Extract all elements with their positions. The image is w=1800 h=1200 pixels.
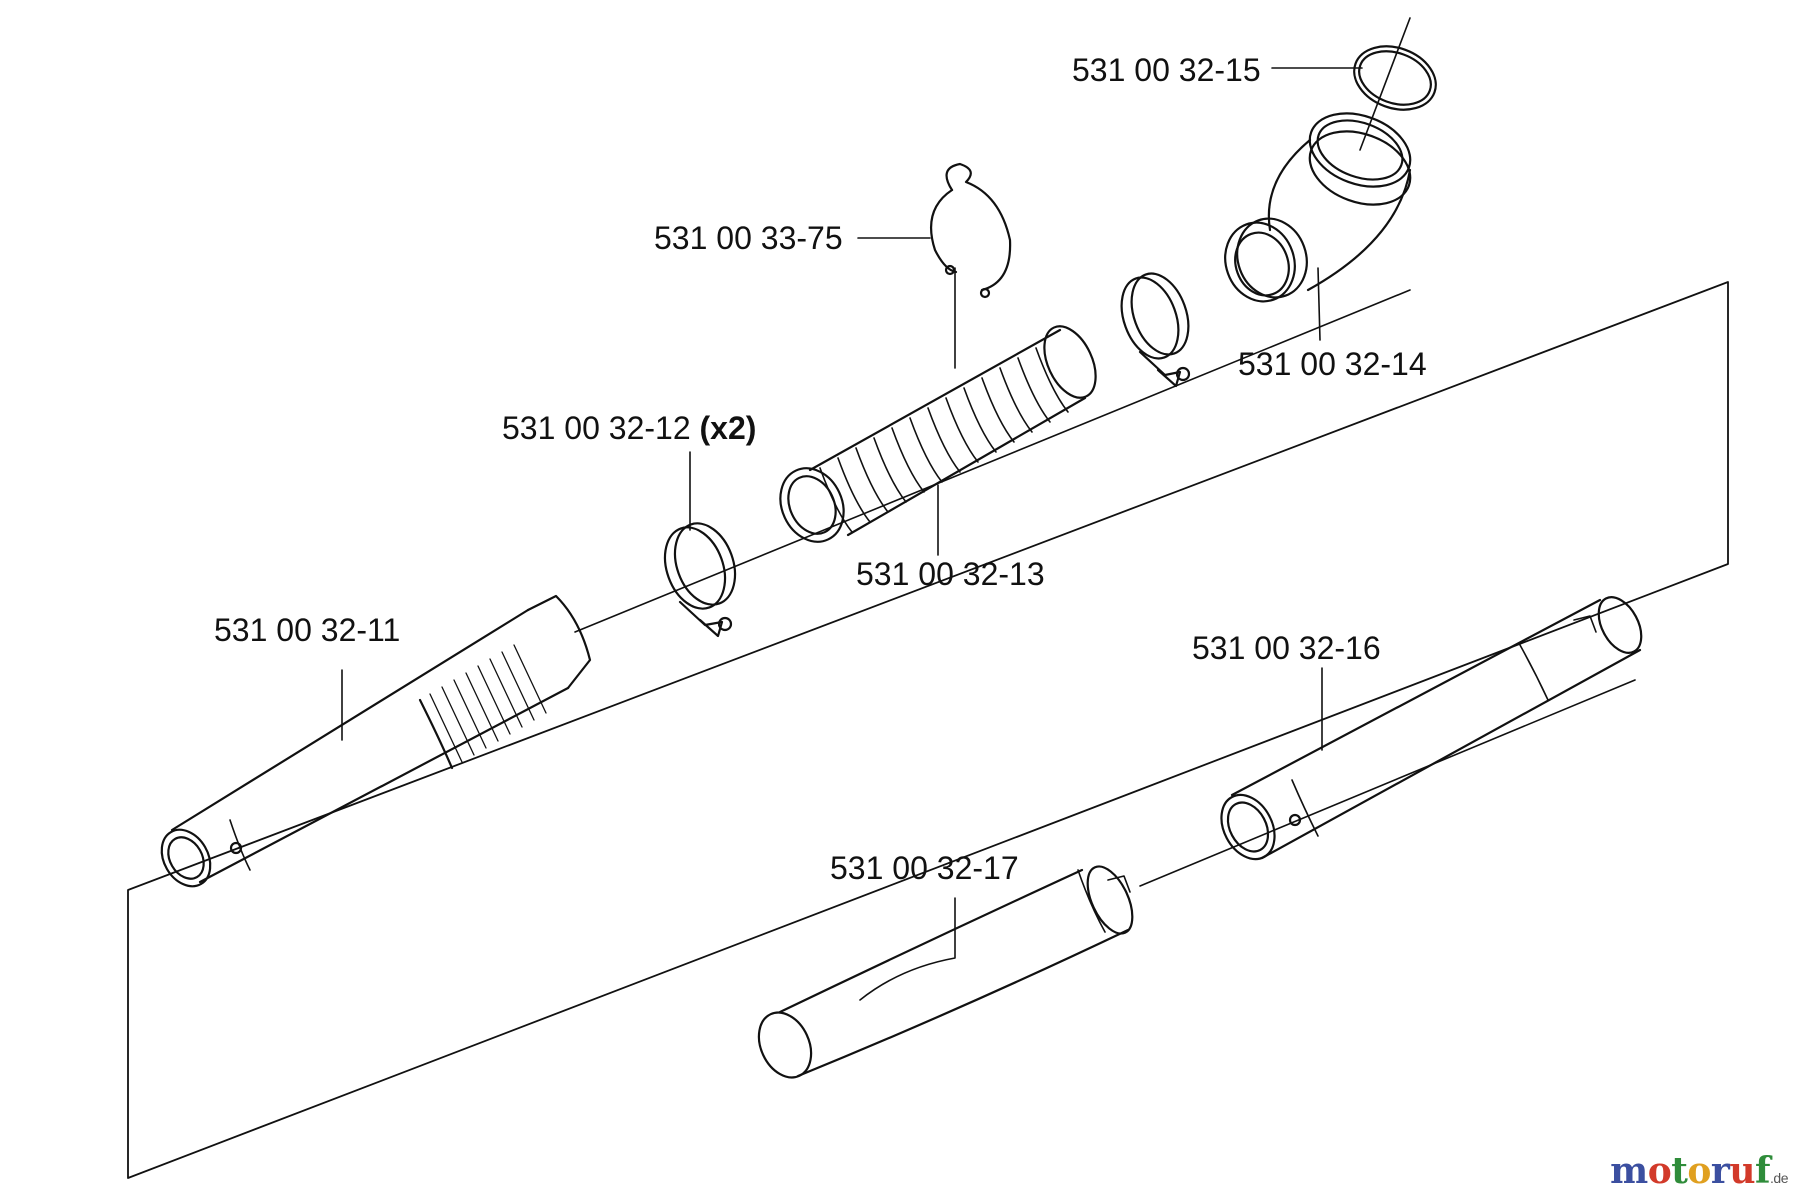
part-label-o-ring: 531 00 32-15 (1072, 52, 1261, 88)
part-label-straight-tube: 531 00 32-16 (1192, 630, 1381, 666)
tube-with-grip-part (160, 594, 592, 888)
assembly-frame (127, 281, 1729, 1179)
part-label-curved-nozzle: 531 00 32-17 (830, 850, 1019, 886)
wire-clip-part (930, 162, 1012, 299)
part-label-wire-clip: 531 00 33-75 (654, 220, 843, 256)
part-label-tube-with-grip: 531 00 32-11 (214, 612, 401, 648)
part-label-elbow: 531 00 32-14 (1238, 346, 1427, 382)
curved-nozzle-part (757, 865, 1134, 1079)
hose-clamp-right (1120, 272, 1191, 388)
part-label-hose-clamp: 531 00 32-12 (x2) (502, 412, 756, 444)
leader-lines (341, 67, 1363, 1001)
o-ring-part (1353, 17, 1437, 151)
hose-clamp-left (663, 522, 737, 638)
flex-hose-part (779, 325, 1097, 543)
straight-tube-part (1220, 596, 1643, 861)
quantity-badge: (x2) (699, 410, 757, 446)
watermark-logo: motoruf.de (1610, 1150, 1788, 1192)
part-label-flex-hose: 531 00 32-13 (856, 556, 1045, 592)
elbow-part (1224, 112, 1412, 303)
part-number-hose-clamp: 531 00 32-12 (502, 410, 691, 446)
